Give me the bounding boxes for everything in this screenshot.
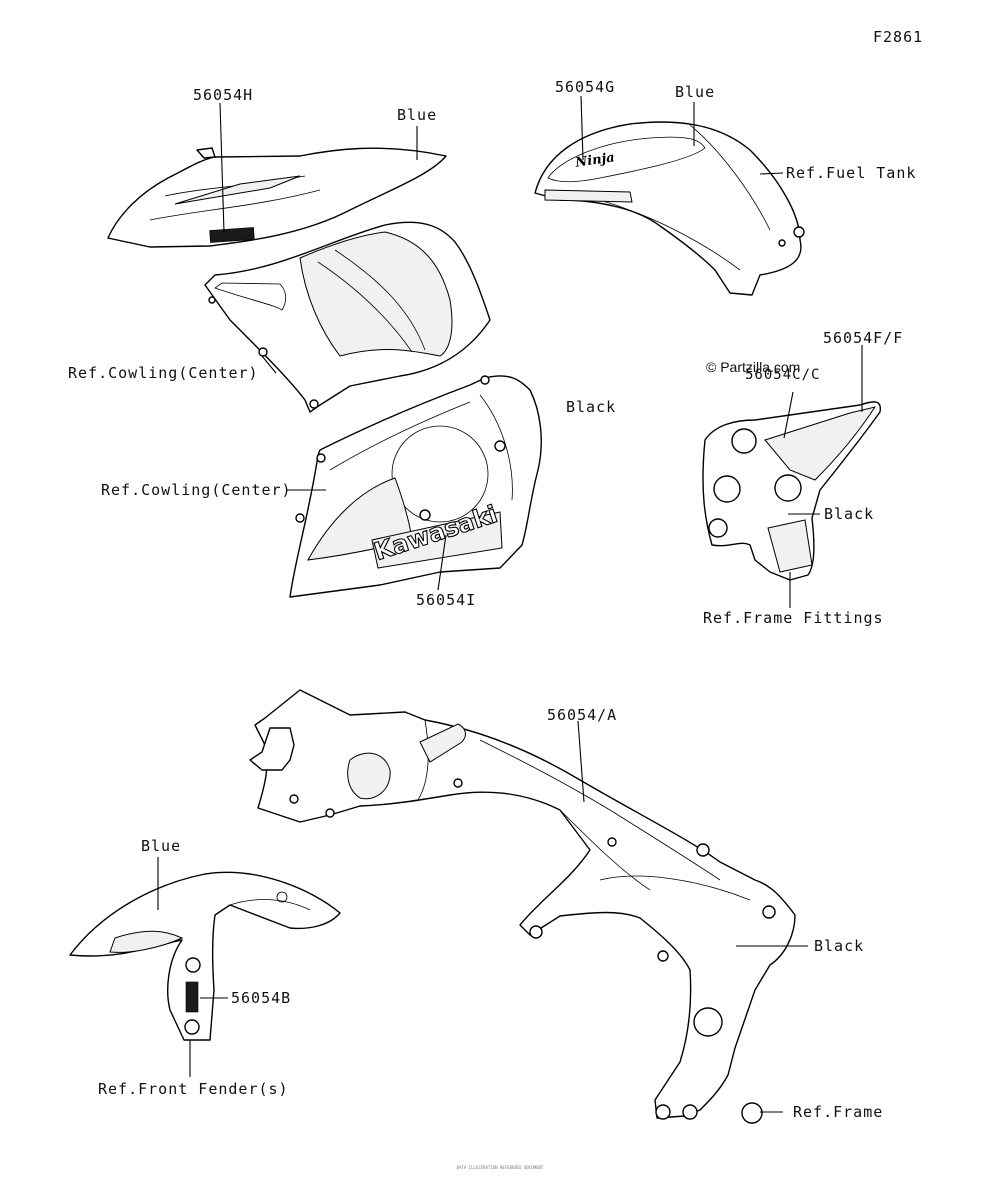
upper-cowling-part [107, 147, 447, 248]
color-label-blue-cowling: Blue [397, 106, 438, 124]
fuel-tank-part [534, 121, 805, 296]
part-number-56054a: 56054/A [547, 706, 618, 724]
figure-id: F2861 [873, 28, 924, 46]
ninja-decal: Ninja [574, 150, 616, 170]
color-label-blue-fender: Blue [141, 837, 182, 855]
color-label-black-cowling: Black [566, 398, 617, 416]
ref-cowling-center-upper: Ref.Cowling(Center) [68, 364, 259, 382]
ref-cowling-center-lower: Ref.Cowling(Center) [101, 481, 292, 499]
lower-cowling-part [289, 375, 542, 598]
main-frame-part [249, 689, 796, 1124]
part-number-56054g: 56054G [555, 78, 616, 96]
leader-lines [157, 95, 863, 1113]
part-number-56054b: 56054B [231, 989, 292, 1007]
part-number-56054i: 56054I [416, 591, 477, 609]
frame-fittings-part [702, 401, 882, 581]
ninja-decal-text: Ninja [574, 150, 616, 170]
watermark: © Partzilla.com [706, 359, 801, 375]
ref-front-fender: Ref.Front Fender(s) [98, 1080, 289, 1098]
color-label-black-fittings: Black [824, 505, 875, 523]
color-label-black-frame: Black [814, 937, 865, 955]
part-number-56054h: 56054H [193, 86, 254, 104]
footer-fine-print: DATA ILLUSTRATION REFERENCE DOCUMENT [456, 1165, 544, 1170]
part-number-56054c: 56054C/C [745, 367, 821, 383]
ref-frame: Ref.Frame [793, 1103, 884, 1121]
ref-frame-fittings: Ref.Frame Fittings [703, 609, 884, 627]
ref-fuel-tank: Ref.Fuel Tank [786, 164, 917, 182]
middle-cowling-part [204, 221, 491, 413]
color-label-blue-tank: Blue [675, 83, 716, 101]
part-number-56054f: 56054F/F [823, 329, 904, 347]
front-fender-part [69, 871, 341, 1041]
